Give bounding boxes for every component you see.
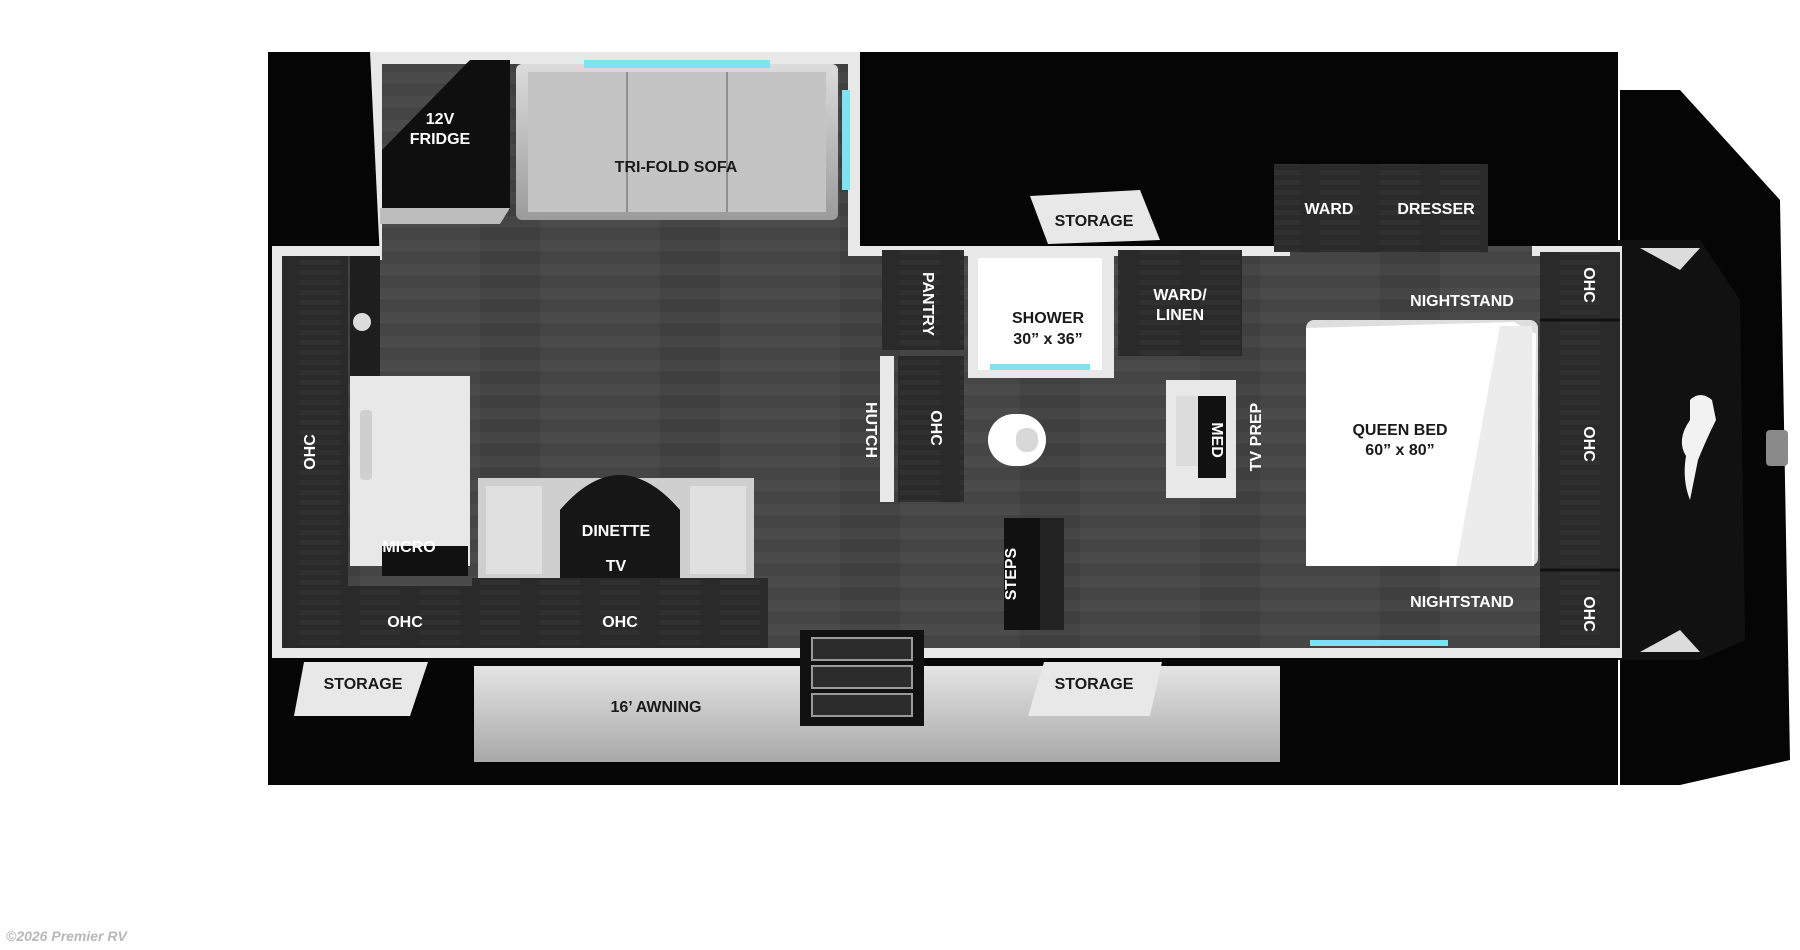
microwave[interactable] <box>382 546 468 576</box>
ohc-hutch-label: OHC <box>927 410 944 446</box>
kitchen-area: OHC MICRO <box>282 256 470 648</box>
awning-label: 16’ AWNING <box>611 699 702 716</box>
sink-icon <box>360 410 372 480</box>
brand-logo-icon <box>1681 395 1716 500</box>
hutch-label: HUTCH <box>862 402 879 458</box>
pantry[interactable] <box>882 250 964 350</box>
ohc-front-mid-label: OHC <box>1580 426 1597 462</box>
ohc-bottom-left-label: OHC <box>387 614 423 631</box>
hitch-icon <box>1766 430 1788 466</box>
ward-linen-label-1: WARD/ <box>1153 287 1207 304</box>
storage-bottom-right-label: STORAGE <box>1055 676 1134 693</box>
ward-linen[interactable] <box>1118 250 1242 356</box>
burner-icon <box>353 313 371 331</box>
ohc-bottom-mid-label: OHC <box>602 614 638 631</box>
bottom-exterior: STORAGE 16’ AWNING STORAGE <box>294 630 1280 762</box>
window-top-icon <box>584 60 770 68</box>
nightstand-top-label: NIGHTSTAND <box>1410 293 1514 310</box>
shower-label-1: SHOWER <box>1012 310 1084 327</box>
ward-linen-label-2: LINEN <box>1156 307 1204 324</box>
window-side-icon <box>842 90 850 190</box>
ohc-bottom-left[interactable] <box>340 586 472 648</box>
ohc-front-top-label: OHC <box>1580 267 1597 303</box>
dinette-label: DINETTE <box>582 523 651 540</box>
bottom-ohc: OHC OHC <box>340 578 768 648</box>
ward-top[interactable] <box>1274 164 1384 252</box>
entry-steps[interactable] <box>800 630 924 726</box>
med-label: MED <box>1208 422 1225 458</box>
dinette[interactable]: DINETTE TV <box>478 475 754 578</box>
queen-bed-label-2: 60” x 80” <box>1365 442 1434 459</box>
pantry-label: PANTRY <box>919 272 936 336</box>
tv-prep-label: TV PREP <box>1248 402 1265 471</box>
ward-dresser: WARD DRESSER <box>1274 164 1488 252</box>
queen-bed[interactable]: QUEEN BED 60” x 80” <box>1306 320 1538 566</box>
ohc-left-label: OHC <box>302 434 319 470</box>
shower-label-2: 30” x 36” <box>1013 331 1082 348</box>
storage-bottom-right[interactable] <box>1028 662 1162 716</box>
pantry-hutch: PANTRY OHC HUTCH <box>862 250 964 502</box>
shower[interactable] <box>978 258 1102 370</box>
top-storage[interactable]: STORAGE <box>1030 190 1160 244</box>
dresser[interactable] <box>1384 164 1488 252</box>
ward-top-label: WARD <box>1305 201 1354 218</box>
storage-bottom-left-label: STORAGE <box>324 676 403 693</box>
front-ohc: OHC OHC OHC <box>1540 252 1620 648</box>
fridge-label-2: FRIDGE <box>410 131 471 148</box>
copyright-text: ©2026 Premier RV <box>6 928 127 944</box>
ohc-hutch[interactable] <box>898 356 964 502</box>
bathroom: SHOWER 30” x 36” WARD/ LINEN MED STEPS <box>968 250 1242 630</box>
queen-bed-label-1: QUEEN BED <box>1352 422 1447 439</box>
bedroom: NIGHTSTAND QUEEN BED 60” x 80” NIGHTSTAN… <box>1290 246 1538 646</box>
micro-label: MICRO <box>382 539 435 556</box>
storage-bottom-left[interactable] <box>294 662 428 716</box>
steps-label: STEPS <box>1003 547 1020 600</box>
fridge-label-1: 12V <box>426 111 455 128</box>
fridge[interactable]: 12V FRIDGE <box>380 60 510 224</box>
sofa-label: TRI-FOLD SOFA <box>615 159 738 176</box>
steps[interactable] <box>1004 518 1040 630</box>
tv-label: TV <box>606 558 627 575</box>
nightstand-bottom-label: NIGHTSTAND <box>1410 594 1514 611</box>
ohc-left[interactable] <box>282 256 348 648</box>
dresser-label: DRESSER <box>1397 201 1475 218</box>
ohc-front-bottom-label: OHC <box>1580 596 1597 632</box>
window-bedroom-icon <box>1310 640 1448 646</box>
storage-top-label: STORAGE <box>1055 213 1134 230</box>
tri-fold-sofa[interactable]: TRI-FOLD SOFA <box>516 60 850 220</box>
ohc-bottom-mid[interactable] <box>472 578 768 648</box>
